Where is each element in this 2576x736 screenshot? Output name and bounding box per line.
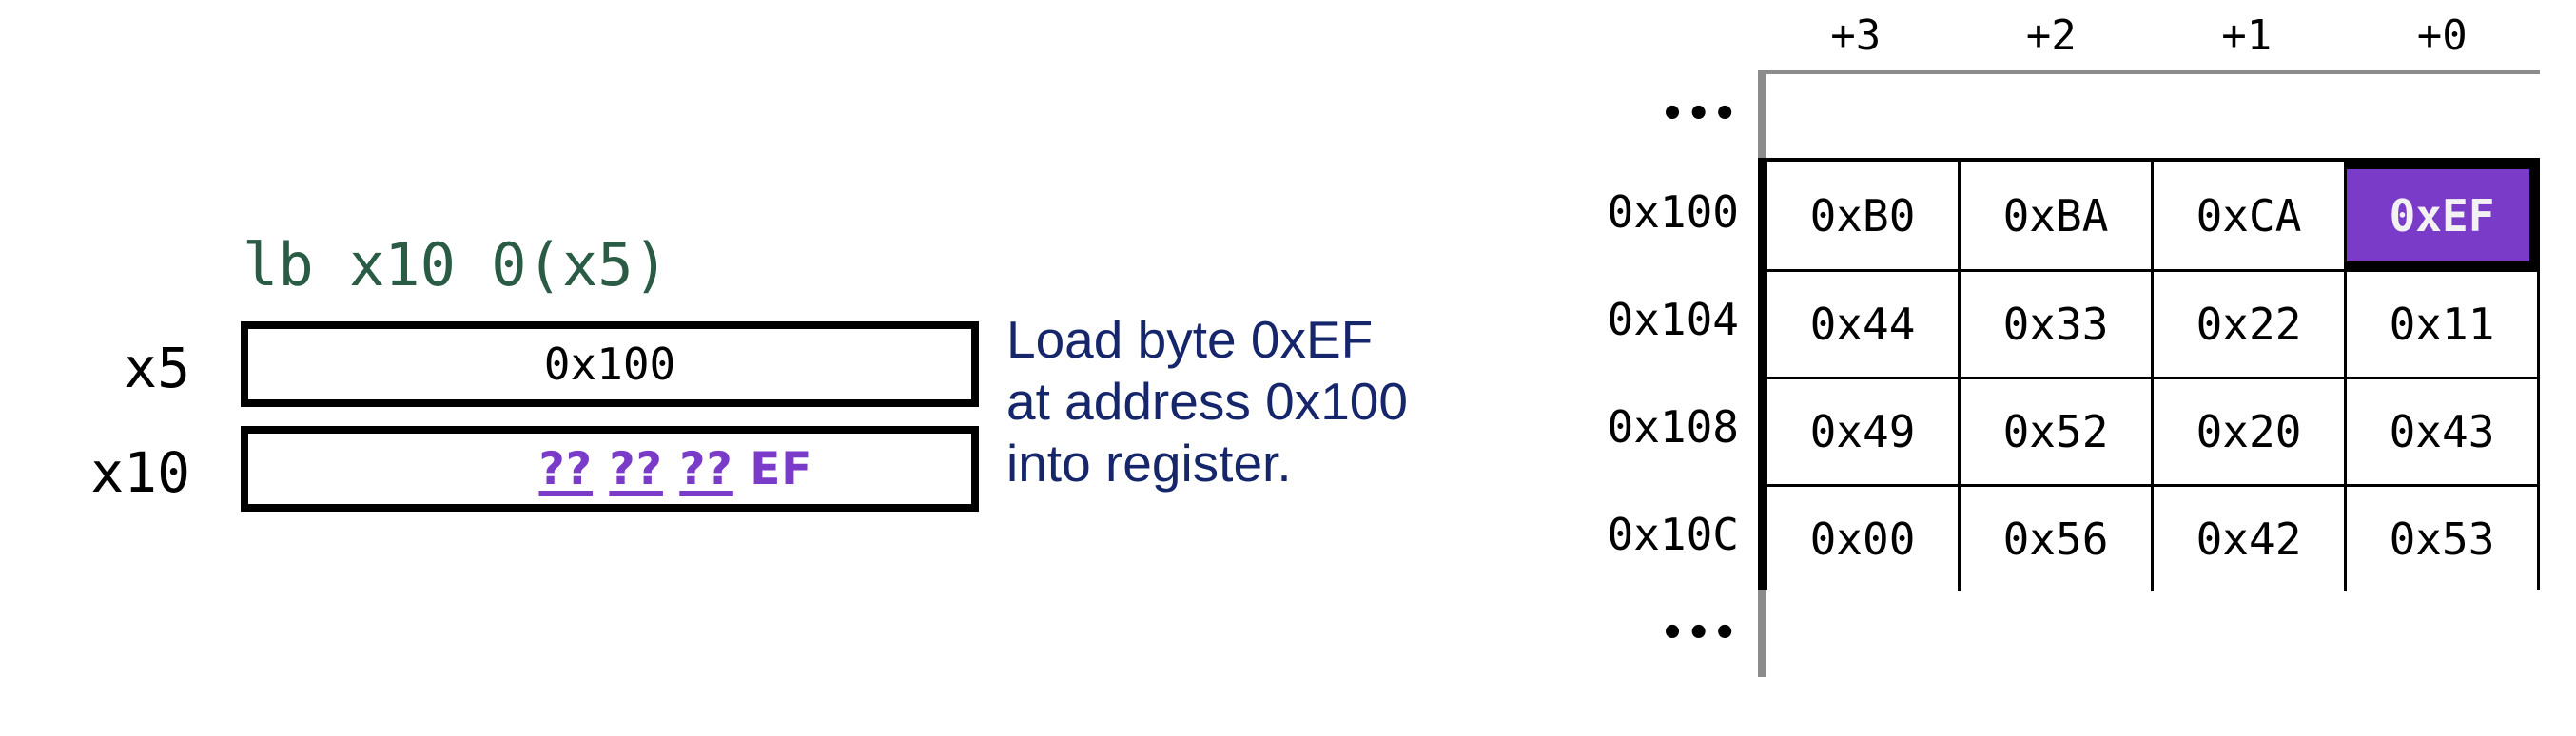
memory-cell-0x100-plus1: 0xCA <box>2151 162 2344 269</box>
memory-column-headers: +3 +2 +1 +0 <box>1758 11 2540 67</box>
register-row-x10: x10 ?? ?? ?? EF <box>0 426 1008 519</box>
memory-column-header-plus3: +3 <box>1830 11 1882 60</box>
table-row: 0xB0 0xBA 0xCA 0xEF <box>1767 162 2537 269</box>
memory-cell-0x104-plus0: 0x11 <box>2344 272 2537 377</box>
register-value-x10: ?? ?? ?? EF <box>407 391 813 548</box>
memory-ghost-row-top <box>1758 70 2540 158</box>
memory-cell-0x100-plus0-highlighted: 0xEF <box>2344 162 2537 269</box>
table-row: 0x44 0x33 0x22 0x11 <box>1767 269 2537 377</box>
memory-cell-0x104-plus1: 0x22 <box>2151 272 2344 377</box>
memory-column-header-plus0: +0 <box>2416 11 2468 60</box>
register-row-x5: x5 0x100 <box>0 321 1008 415</box>
description-text: Load byte 0xEF at address 0x100 into reg… <box>1006 310 1408 493</box>
register-byte-0: EF <box>750 442 813 495</box>
memory-cell-0x10C-plus0: 0x53 <box>2344 487 2537 591</box>
memory-column-header-plus1: +1 <box>2221 11 2273 60</box>
memory-cell-0x10C-plus2: 0x56 <box>1958 487 2151 591</box>
memory-grid: 0xB0 0xBA 0xCA 0xEF 0x44 0x33 0x22 0x11 … <box>1758 158 2540 591</box>
memory-cell-0x100-plus2: 0xBA <box>1958 162 2151 269</box>
memory-ghost-row-bottom <box>1758 590 2540 677</box>
instruction-and-registers-panel: lb x10 0(x5) x5 0x100 x10 ?? ?? ?? EF <box>0 0 1008 736</box>
assembly-instruction: lb x10 0(x5) <box>243 230 669 300</box>
register-label-x10: x10 <box>90 440 190 505</box>
register-box-x10: ?? ?? ?? EF <box>241 426 979 512</box>
memory-cell-0x108-plus0: 0x43 <box>2344 379 2537 484</box>
memory-address-0x108: 0x108 <box>1607 401 1739 453</box>
memory-address-0x104: 0x104 <box>1607 294 1739 345</box>
memory-cell-0x108-plus3: 0x49 <box>1767 379 1958 484</box>
register-label-x5: x5 <box>124 336 190 400</box>
memory-cell-0x108-plus2: 0x52 <box>1958 379 2151 484</box>
table-row: 0x00 0x56 0x42 0x53 <box>1767 484 2537 591</box>
memory-cell-0x108-plus1: 0x20 <box>2151 379 2344 484</box>
memory-column-header-plus2: +2 <box>2025 11 2077 60</box>
register-box-x5: 0x100 <box>241 321 979 407</box>
register-byte-3: ?? <box>538 442 594 495</box>
table-row: 0x49 0x52 0x20 0x43 <box>1767 377 2537 484</box>
memory-cell-0x104-plus2: 0x33 <box>1958 272 2151 377</box>
register-byte-1: ?? <box>679 442 733 495</box>
register-byte-2: ?? <box>609 442 663 495</box>
register-value-x5: 0x100 <box>543 339 676 390</box>
memory-cell-0x104-plus3: 0x44 <box>1767 272 1958 377</box>
memory-address-0x10C: 0x10C <box>1607 509 1739 560</box>
memory-table-panel: +3 +2 +1 +0 ••• ••• 0x100 0x104 0x108 0x… <box>1579 0 2576 736</box>
memory-ellipsis-bottom: ••• <box>1660 611 1739 655</box>
memory-ellipsis-top: ••• <box>1660 92 1739 136</box>
memory-cell-0x10C-plus3: 0x00 <box>1767 487 1958 591</box>
memory-cell-0x10C-plus1: 0x42 <box>2151 487 2344 591</box>
memory-address-0x100: 0x100 <box>1607 186 1739 238</box>
memory-cell-0x100-plus3: 0xB0 <box>1767 162 1958 269</box>
